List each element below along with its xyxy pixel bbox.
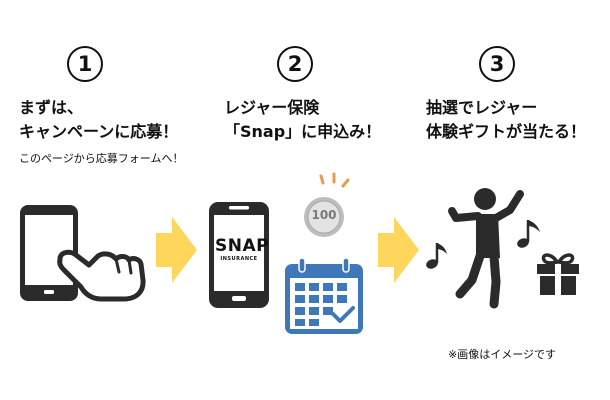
step-1-subtitle[interactable]: このページから応募フォームへ！ <box>19 152 184 165</box>
coin-icon <box>304 197 344 237</box>
step-3-title-line1: 抽選でレジャー <box>426 98 538 117</box>
step-3-title-line2: 体験ギフトが当たる！ <box>426 122 587 141</box>
arrow-right-icon <box>378 217 419 283</box>
image-note: ※画像はイメージです <box>448 348 556 361</box>
step-3-title: 抽選でレジャー 体験ギフトが当たる！ <box>426 96 586 144</box>
arrow-right-icon <box>156 217 197 283</box>
step-1-number: 1 <box>67 46 103 82</box>
snap-logo: SNAP INSURANCE <box>215 236 270 262</box>
music-note-icon <box>517 220 540 248</box>
coin-sparkle-icon <box>319 172 350 188</box>
step-2-title: レジャー保険 「Snap」に申込み！ <box>224 96 381 144</box>
music-note-icon <box>426 243 447 269</box>
dancing-person-icon <box>448 188 524 309</box>
step-3-number: 3 <box>479 46 515 82</box>
step-1-title-line1: まずは、 <box>19 98 84 117</box>
step-2-title-line1: レジャー保険 <box>224 98 320 117</box>
step-2-title-line2: 「Snap」に申込み！ <box>224 122 382 141</box>
step-2-number: 2 <box>277 46 313 82</box>
gift-icon <box>537 253 579 295</box>
snap-logo-phone-icon <box>209 202 269 308</box>
snap-logo-sub: INSURANCE <box>220 256 258 262</box>
pointing-hand-icon <box>57 249 146 302</box>
step-1-title-line2: キャンペーンに応募！ <box>19 122 179 141</box>
coin-value: 100 <box>311 208 337 222</box>
step-1-title: まずは、 キャンペーンに応募！ <box>19 96 178 144</box>
calendar-icon <box>285 257 363 334</box>
snap-logo-main: SNAP <box>215 236 270 256</box>
